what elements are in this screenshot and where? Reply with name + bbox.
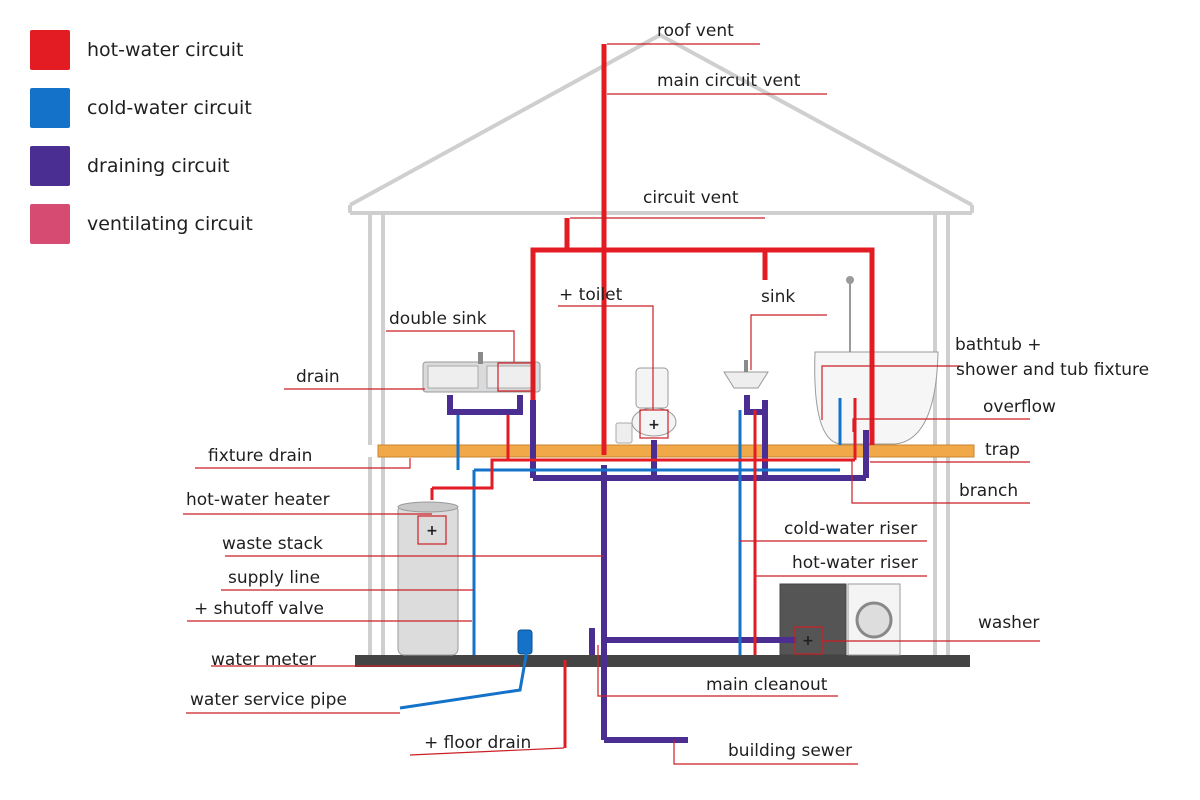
label-overflow: overflow [983,397,1056,417]
label-main-circuit-vent: main circuit vent [657,71,801,91]
label-water-meter: water meter [211,650,316,670]
label-branch: branch [959,481,1019,501]
toilet-fixture [615,367,677,444]
label-toilet: + toilet [559,285,623,305]
legend-label: cold-water circuit [87,97,252,119]
washer-dryer-fixture [779,583,901,656]
label-water-service-pipe: water service pipe [190,690,347,710]
marker-boxes [417,362,823,655]
label-bathtub: bathtub + [955,335,1042,355]
ventilating-pipes [530,44,875,455]
label-washer: washer [978,613,1040,633]
svg-text:+: + [426,523,438,539]
cold-water-pipes [399,398,842,710]
label-double-sink: double sink [389,309,487,329]
swatch-vent [30,204,70,244]
label-circuit-vent: circuit vent [643,188,739,208]
legend-label: hot-water circuit [87,39,244,61]
leader-lines [183,43,1040,765]
label-shower-and-tub-fixture: shower and tub fixture [956,360,1150,380]
label-sink: sink [761,287,796,307]
bathtub-fixture [814,276,939,445]
swatch-drain [30,146,70,186]
label-trap: trap [985,440,1020,460]
label-hot-water-riser: hot-water riser [792,553,918,573]
label-main-cleanout: main cleanout [706,675,828,695]
legend-label: ventilating circuit [87,213,253,235]
sink-fixture [723,360,769,389]
label-shutoff-valve: + shutoff valve [194,599,324,619]
swatch-hot [30,30,70,70]
ground-slab [355,655,970,667]
label-fixture-drain: fixture drain [208,446,313,466]
label-cold-water-riser: cold-water riser [784,519,918,539]
label-waste-stack: waste stack [222,534,323,554]
label-hot-water-heater: hot-water heater [186,490,330,510]
house-outline [348,32,974,655]
double-sink-fixture [422,352,541,393]
label-roof-vent: roof vent [657,21,734,41]
hot-water-pipes [430,398,857,748]
label-supply-line: supply line [228,568,321,588]
plus-markers: + + + [426,417,814,649]
swatch-cold [30,88,70,128]
label-floor-drain: + floor drain [424,733,532,753]
label-building-sewer: building sewer [728,741,853,761]
svg-text:+: + [802,633,814,649]
water-heater-fixture [397,501,459,656]
floor-joist [377,444,975,458]
legend-label: draining circuit [87,155,230,177]
svg-text:+: + [648,417,660,433]
label-drain: drain [296,367,340,387]
